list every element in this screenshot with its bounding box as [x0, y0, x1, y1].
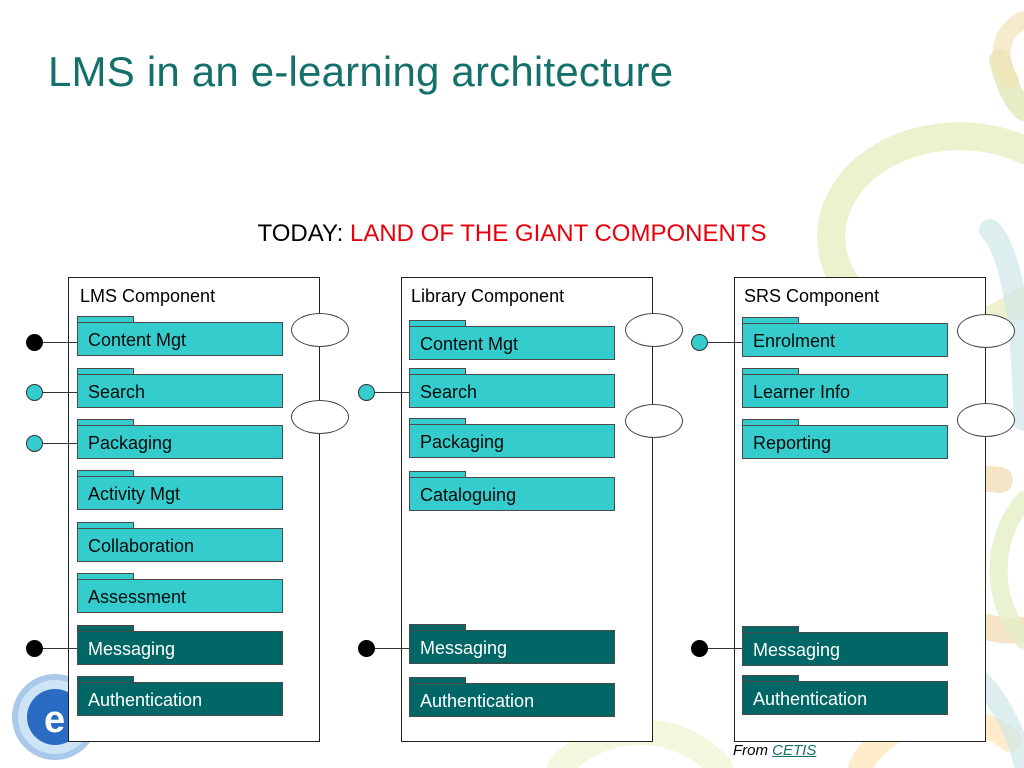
page-title: LMS in an e-learning architecture — [48, 48, 674, 95]
provided-interface-icon — [691, 640, 708, 657]
lms-module-collaboration: Collaboration — [77, 528, 283, 562]
required-interface-icon — [26, 435, 43, 452]
connector-line — [375, 392, 409, 393]
module-tab — [409, 677, 466, 683]
module-tab — [77, 316, 134, 322]
library-module-packaging: Packaging — [409, 424, 615, 458]
module-tab — [77, 470, 134, 476]
credit-prefix: From — [733, 742, 773, 759]
interface-oval — [625, 404, 683, 438]
srs-module-enrolment: Enrolment — [742, 323, 948, 357]
lms-component-title: LMS Component — [80, 286, 216, 306]
library-module-content-mgt: Content Mgt — [409, 326, 615, 360]
srs-module-authentication: Authentication — [742, 681, 948, 715]
module-tab — [77, 573, 134, 579]
library-component-title: Library Component — [411, 286, 565, 306]
library-module-search: Search — [409, 374, 615, 408]
srs-module-reporting: Reporting — [742, 425, 948, 459]
required-interface-icon — [691, 334, 708, 351]
lms-module-content-mgt: Content Mgt — [77, 322, 283, 356]
module-tab — [77, 522, 134, 528]
module-tab — [77, 625, 134, 631]
connector-line — [375, 648, 409, 649]
srs-component-title: SRS Component — [744, 286, 880, 306]
svg-text:e: e — [44, 699, 65, 741]
module-tab — [742, 419, 799, 425]
module-tab — [742, 626, 799, 632]
interface-oval — [957, 403, 1015, 437]
module-tab — [409, 320, 466, 326]
lms-module-authentication: Authentication — [77, 682, 283, 716]
diagram-subtitle: TODAY: LAND OF THE GIANT COMPONENTS — [0, 220, 1024, 248]
srs-module-learner-info: Learner Info — [742, 374, 948, 408]
lms-module-packaging: Packaging — [77, 425, 283, 459]
lms-module-messaging: Messaging — [77, 631, 283, 665]
provided-interface-icon — [26, 334, 43, 351]
connector-line — [43, 392, 77, 393]
connector-line — [708, 342, 742, 343]
module-tab — [409, 368, 466, 374]
module-tab — [409, 624, 466, 630]
connector-line — [43, 648, 77, 649]
provided-interface-icon — [26, 640, 43, 657]
subtitle-prefix: TODAY: — [257, 220, 350, 247]
library-module-cataloguing: Cataloguing — [409, 477, 615, 511]
interface-oval — [957, 314, 1015, 348]
connector-line — [43, 342, 77, 343]
required-interface-icon — [358, 384, 375, 401]
module-tab — [77, 419, 134, 425]
module-tab — [742, 317, 799, 323]
connector-line — [43, 443, 77, 444]
source-credit: From CETIS — [733, 742, 816, 759]
lms-module-assessment: Assessment — [77, 579, 283, 613]
module-tab — [409, 471, 466, 477]
connector-line — [708, 648, 742, 649]
interface-oval — [291, 313, 349, 347]
cetis-link[interactable]: CETIS — [772, 742, 817, 759]
module-tab — [77, 676, 134, 682]
module-tab — [742, 368, 799, 374]
interface-oval — [625, 313, 683, 347]
required-interface-icon — [26, 384, 43, 401]
subtitle-highlight: LAND OF THE GIANT COMPONENTS — [349, 220, 767, 247]
srs-module-messaging: Messaging — [742, 632, 948, 666]
module-tab — [742, 675, 799, 681]
library-module-authentication: Authentication — [409, 683, 615, 717]
interface-oval — [291, 400, 349, 434]
provided-interface-icon — [358, 640, 375, 657]
lms-module-activity-mgt: Activity Mgt — [77, 476, 283, 510]
module-tab — [409, 418, 466, 424]
library-module-messaging: Messaging — [409, 630, 615, 664]
module-tab — [77, 368, 134, 374]
lms-module-search: Search — [77, 374, 283, 408]
